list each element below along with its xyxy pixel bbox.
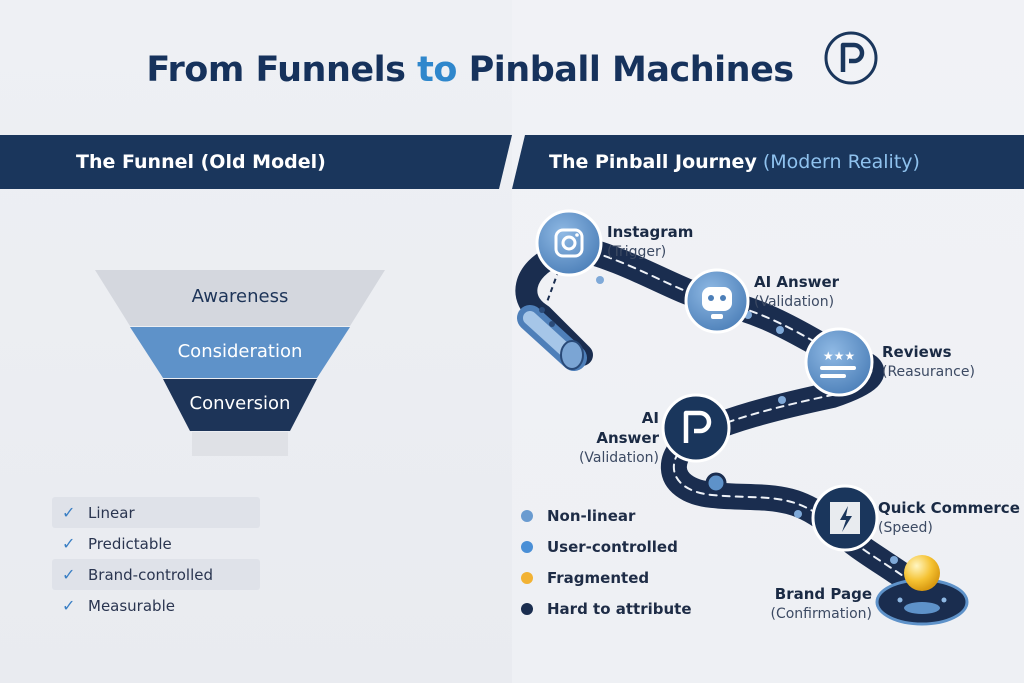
node-label-instagram: Instagram(Trigger) bbox=[607, 223, 694, 260]
node-label-reviews: Reviews(Reasurance) bbox=[882, 343, 975, 380]
plunger-tube bbox=[517, 244, 587, 371]
legend-item: Hard to attribute bbox=[521, 593, 721, 624]
trait-item: ✓Measurable bbox=[62, 596, 175, 615]
track-bumper bbox=[705, 472, 727, 494]
trait-item: ✓Predictable bbox=[62, 534, 172, 553]
node-label-ai-answer: AI Answer(Validation) bbox=[754, 273, 840, 310]
legend-item: Fragmented bbox=[521, 562, 721, 593]
check-icon: ✓ bbox=[62, 596, 76, 615]
node-instagram bbox=[535, 209, 603, 277]
node-label-brand-page: Brand Page(Confirmation) bbox=[770, 585, 873, 622]
check-icon: ✓ bbox=[62, 534, 76, 553]
legend-dot bbox=[521, 602, 533, 615]
funnel-shape bbox=[95, 270, 385, 456]
page-title: From Funnels to Pinball Machines bbox=[146, 50, 794, 90]
node-ai-answer-brand bbox=[661, 393, 731, 463]
legend-item: Non-linear bbox=[521, 500, 721, 531]
legend-dot bbox=[521, 509, 533, 522]
funnel-traits-list: ✓Linear ✓Predictable ✓Brand-controlled ✓… bbox=[52, 497, 260, 621]
trait-item: ✓Brand-controlled bbox=[52, 559, 260, 590]
trait-item: ✓Linear bbox=[52, 497, 260, 528]
pinball-ball bbox=[904, 555, 940, 591]
funnel-diagram: Awareness Consideration Conversion bbox=[95, 270, 385, 460]
svg-text:★★★: ★★★ bbox=[823, 349, 855, 363]
funnel-stage-conversion: Conversion bbox=[189, 393, 291, 414]
node-label-ai-answer-2: AI Answer(Validation) bbox=[578, 409, 659, 466]
node-brand-page bbox=[875, 555, 969, 626]
left-section-header: The Funnel (Old Model) bbox=[0, 135, 512, 189]
funnel-stage-conversion-shape bbox=[163, 379, 317, 431]
legend-dot bbox=[521, 571, 533, 584]
funnel-stage-awareness: Awareness bbox=[191, 286, 289, 307]
legend-dot bbox=[521, 540, 533, 553]
funnel-stage-consideration: Consideration bbox=[177, 341, 303, 362]
check-icon: ✓ bbox=[62, 565, 76, 584]
node-quick-commerce bbox=[811, 484, 879, 552]
funnel-stage-awareness-shape bbox=[95, 270, 385, 326]
node-label-quick-commerce: Quick Commerce(Speed) bbox=[878, 499, 1020, 536]
brand-logo-icon bbox=[824, 31, 878, 85]
right-section-header: The Pinball Journey(Modern Reality) bbox=[512, 135, 1024, 189]
node-reviews: ★★★ bbox=[804, 327, 874, 397]
check-icon: ✓ bbox=[62, 503, 76, 522]
node-ai-answer-robot bbox=[684, 268, 750, 334]
pinball-journey-diagram: ★★★ bbox=[515, 209, 969, 626]
funnel-stage-consideration-shape bbox=[130, 327, 350, 378]
pinball-legend: Non-linear User-controlled Fragmented Ha… bbox=[521, 500, 721, 624]
funnel-spout bbox=[192, 432, 288, 456]
legend-item: User-controlled bbox=[521, 531, 721, 562]
